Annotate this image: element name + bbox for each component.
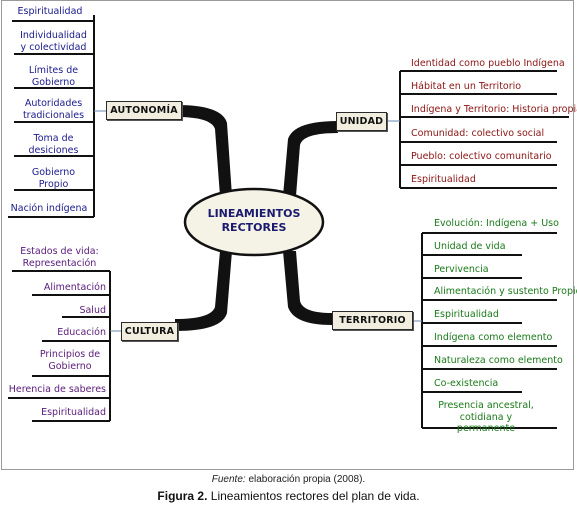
territorio-item: Unidad de vida — [434, 241, 506, 252]
autonomia-item: Gobierno Propio — [31, 167, 76, 190]
connector-territorio — [283, 251, 332, 325]
center-label: LINEAMIENTOS RECTORES — [207, 207, 301, 234]
unidad-item: Indígena y Territorio: Historia propia — [411, 104, 577, 115]
autonomia-item: Toma de desiciones — [28, 133, 79, 156]
mindmap-connectors — [8, 15, 569, 429]
territorio-item: Evolución: Indígena + Uso — [434, 218, 559, 229]
autonomia-item: Individualidad y colectividad — [20, 30, 87, 53]
figure-source: Fuente: elaboración propia (2008). — [0, 474, 577, 485]
territorio-item: Pervivencia — [434, 264, 489, 275]
territorio-item: Indígena como elemento — [434, 332, 553, 343]
cultura-item: Espiritualidad — [41, 407, 106, 418]
territorio-item: Espiritualidad — [434, 309, 499, 320]
figure-caption: Figura 2. Lineamientos rectores del plan… — [0, 489, 577, 503]
autonomia-box: AUTONOMÍA — [106, 101, 182, 120]
connector-cultura — [175, 251, 232, 331]
autonomia-item: Límites de Gobierno — [28, 65, 79, 88]
autonomia-item: Espiritualidad — [17, 6, 83, 17]
center-ellipse — [183, 187, 325, 257]
territorio-item: Naturaleza como elemento — [434, 355, 563, 366]
unidad-item: Espiritualidad — [411, 174, 476, 185]
cultura-item: Principios de Gobierno — [39, 349, 101, 372]
connector-autonomia — [177, 105, 232, 196]
unidad-item: Hábitat en un Territorio — [411, 81, 522, 92]
cultura-item: Alimentación — [43, 282, 106, 293]
autonomia-item: Nación indígena — [10, 203, 88, 214]
figure-text: Lineamientos rectores del plan de vida. — [207, 489, 420, 503]
cultura-item: Educación — [57, 327, 106, 338]
autonomia-item: Autoridades tradicionales — [22, 98, 85, 121]
unidad-item: Comunidad: colectivo social — [411, 128, 545, 139]
source-prefix: Fuente: — [211, 474, 246, 485]
territorio-item: Co-existencia — [434, 378, 499, 389]
connector-unidad — [283, 121, 338, 196]
source-text: elaboración propia (2008). — [245, 474, 366, 485]
unidad-item: Identidad como pueblo Indígena — [411, 58, 565, 69]
unidad-box: UNIDAD — [336, 112, 387, 131]
figure-frame: LINEAMIENTOS RECTORES AUTONOMÍA UNIDAD C… — [1, 0, 577, 470]
territorio-item: Alimentación y sustento Propio — [434, 286, 577, 297]
cultura-box: CULTURA — [121, 322, 178, 341]
territorio-item: Presencia ancestral, cotidiana y permane… — [438, 400, 534, 434]
cultura-item: Estados de vida: Representación — [20, 246, 99, 269]
territorio-box: TERRITORIO — [332, 311, 413, 330]
unidad-item: Pueblo: colectivo comunitario — [411, 151, 552, 162]
cultura-item: Herencia de saberes — [8, 384, 106, 395]
figure-prefix: Figura 2. — [157, 489, 208, 503]
cultura-item: Salud — [79, 305, 106, 316]
